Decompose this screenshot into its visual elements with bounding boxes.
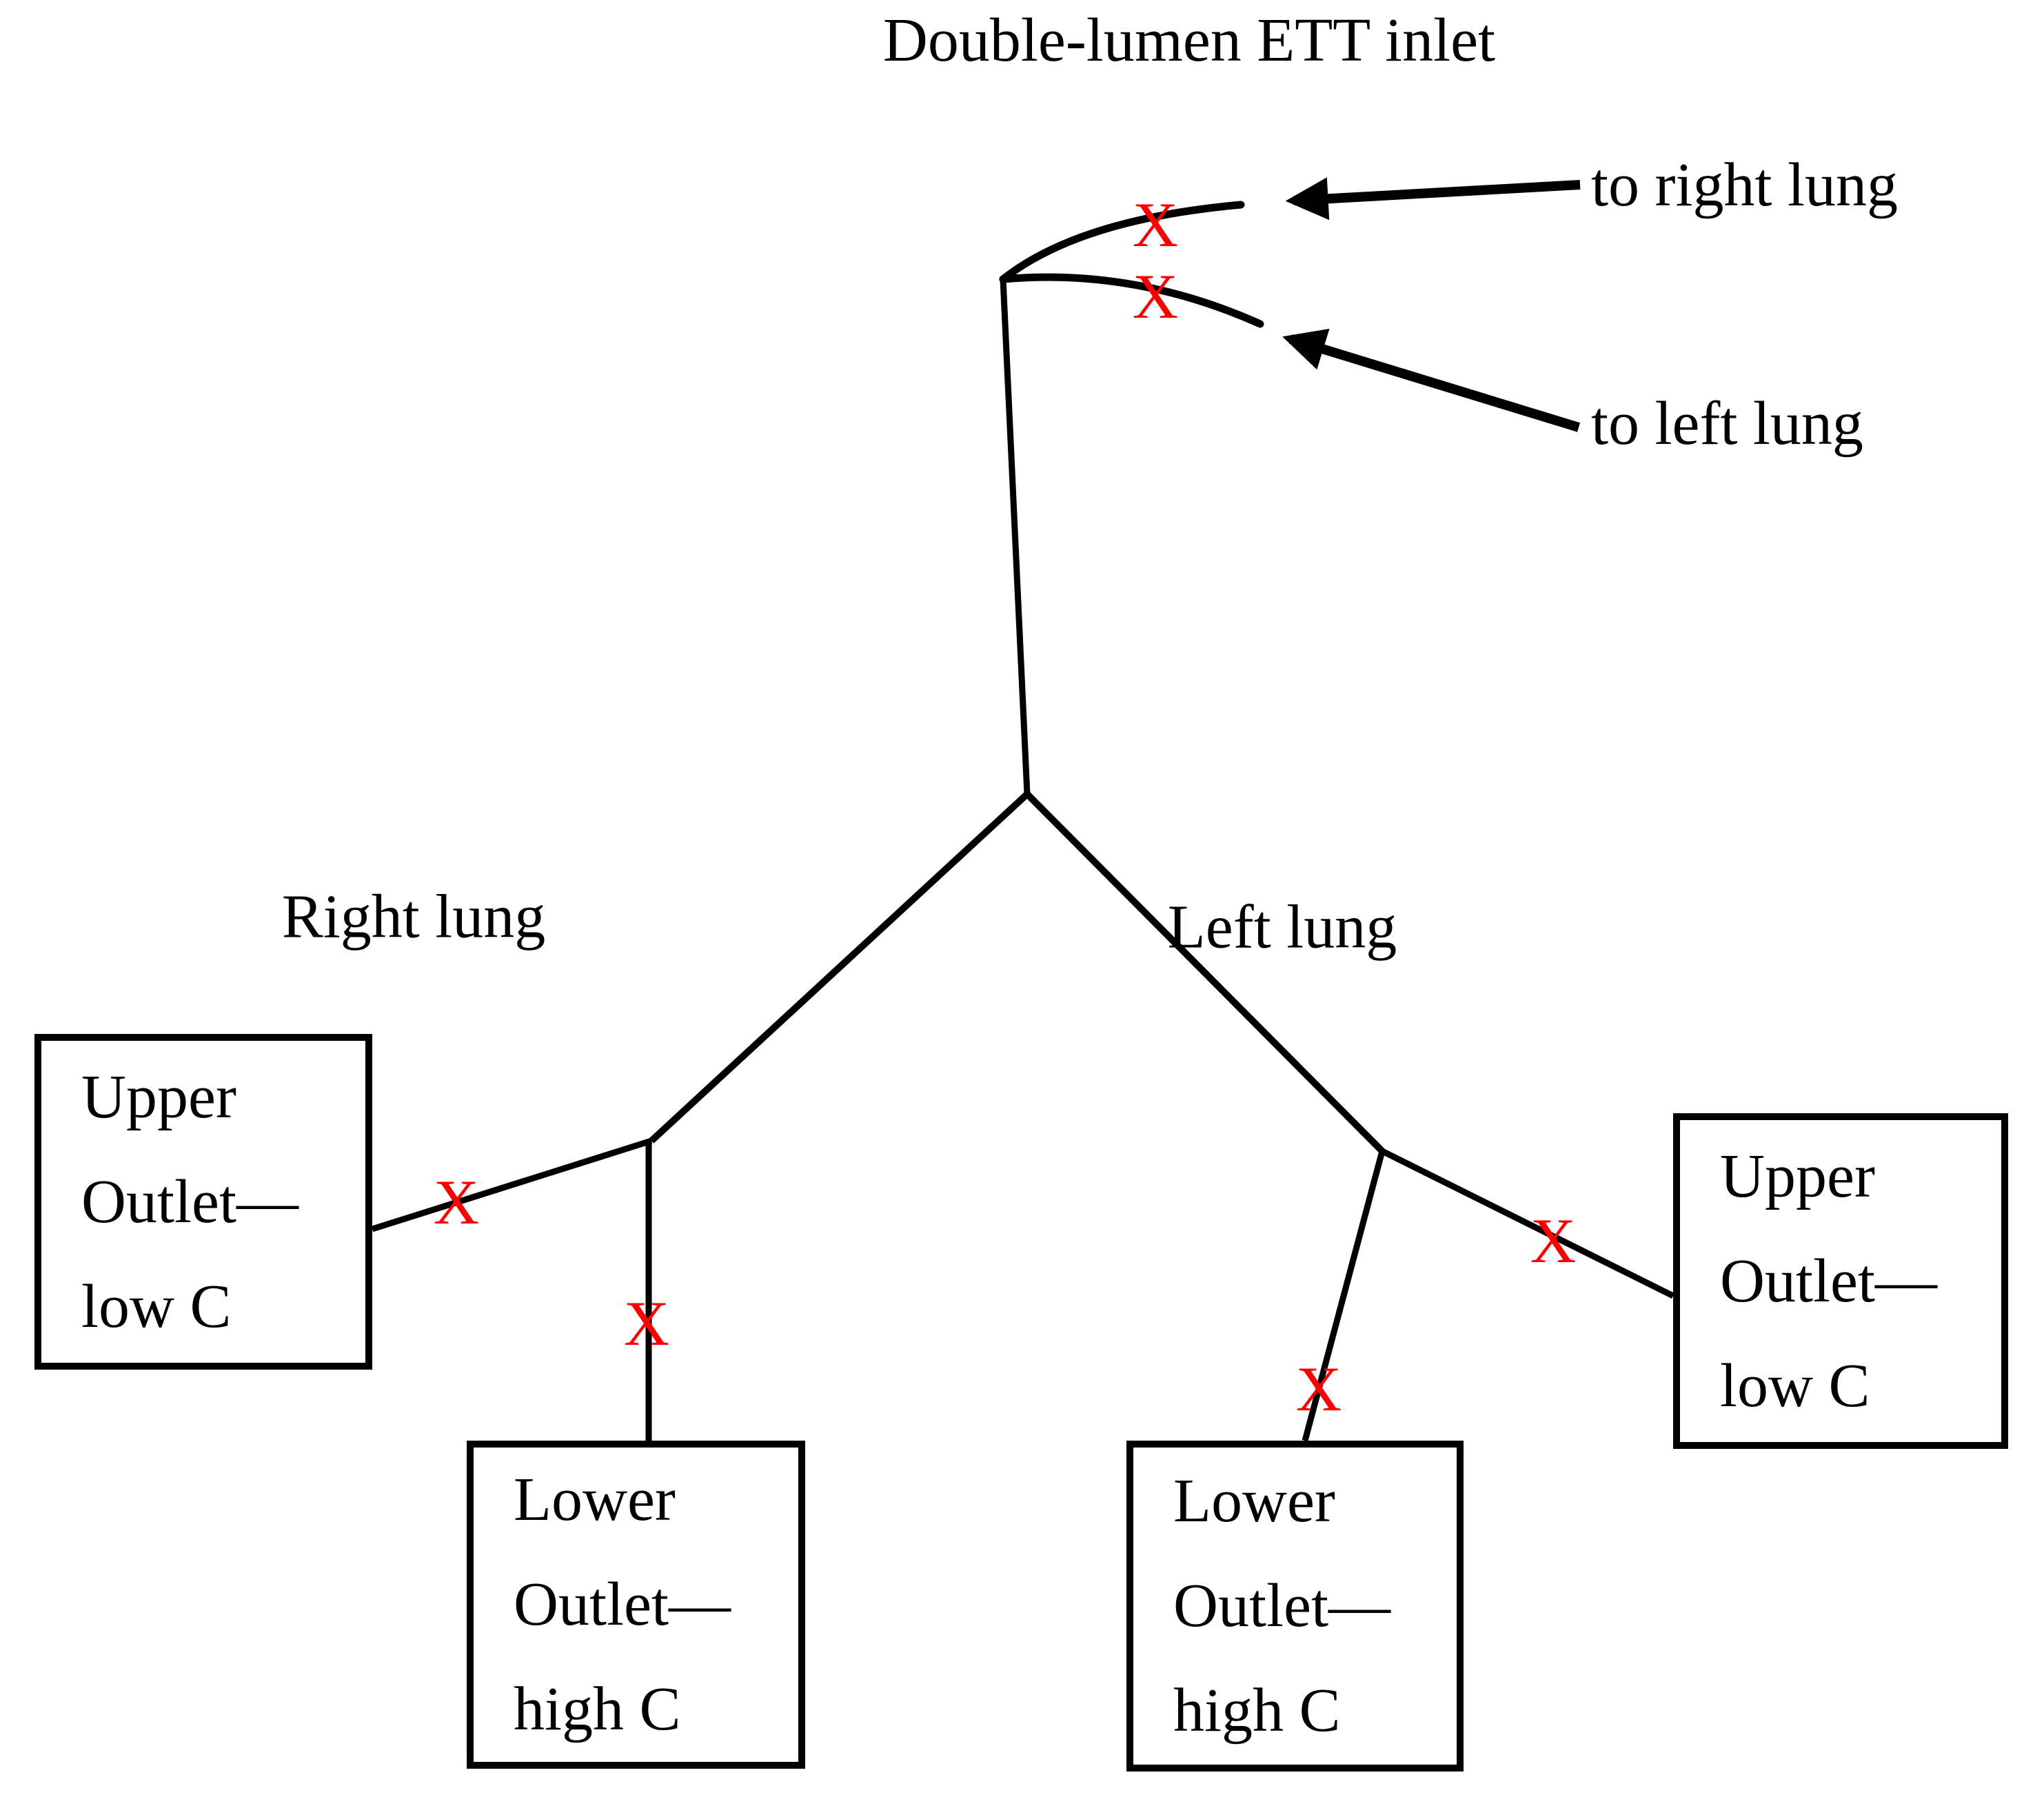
left-lumen-curve [999,273,1264,328]
box-line: Lower [514,1465,676,1534]
to-left-lung-label: to left lung [1591,389,1863,458]
box-line: Outlet— [514,1570,731,1638]
left-main-bronchus-line [1024,791,1385,1154]
right-main-bronchus-line [649,791,1030,1144]
left-lower-outlet-box: Lower Outlet— high C [1126,1441,1464,1771]
to-right-lung-label: to right lung [1591,151,1898,219]
right-upper-outlet-box: Upper Outlet— low C [34,1034,372,1370]
box-line: low C [81,1272,232,1341]
right-lung-label: Right lung [281,882,546,951]
box-line: high C [514,1675,681,1743]
occlusion-mark-right-lumen: X [1132,190,1179,260]
box-line: Upper [81,1062,236,1131]
trachea-line [1000,278,1031,795]
left-upper-outlet-line [1380,1148,1675,1299]
right-lumen-curve [999,201,1245,283]
to-left-lung-arrow [1282,328,1581,432]
left-lung-label: Left lung [1167,893,1397,962]
left-upper-outlet-box: Upper Outlet— low C [1673,1113,2008,1449]
diagram-title: Double-lumen ETT inlet [882,6,1496,74]
right-upper-outlet-line [371,1137,653,1232]
box-line: Outlet— [81,1167,298,1236]
occlusion-mark-left-lumen: X [1132,261,1179,332]
box-line: Outlet— [1173,1572,1390,1640]
box-line: Upper [1720,1141,1875,1210]
occlusion-mark-left-lower-outlet: X [1295,1354,1342,1424]
to-right-lung-arrow [1285,177,1581,221]
box-line: Lower [1173,1467,1335,1535]
occlusion-mark-left-upper-outlet: X [1530,1206,1577,1276]
right-lower-outlet-box: Lower Outlet— high C [467,1441,805,1769]
occlusion-mark-right-upper-outlet: X [433,1167,480,1237]
box-line: low C [1720,1351,1870,1420]
box-line: high C [1173,1676,1341,1745]
box-line: Outlet— [1720,1246,1937,1315]
occlusion-mark-right-lower-outlet: X [623,1288,670,1359]
left-lower-outlet-line [1302,1150,1386,1442]
